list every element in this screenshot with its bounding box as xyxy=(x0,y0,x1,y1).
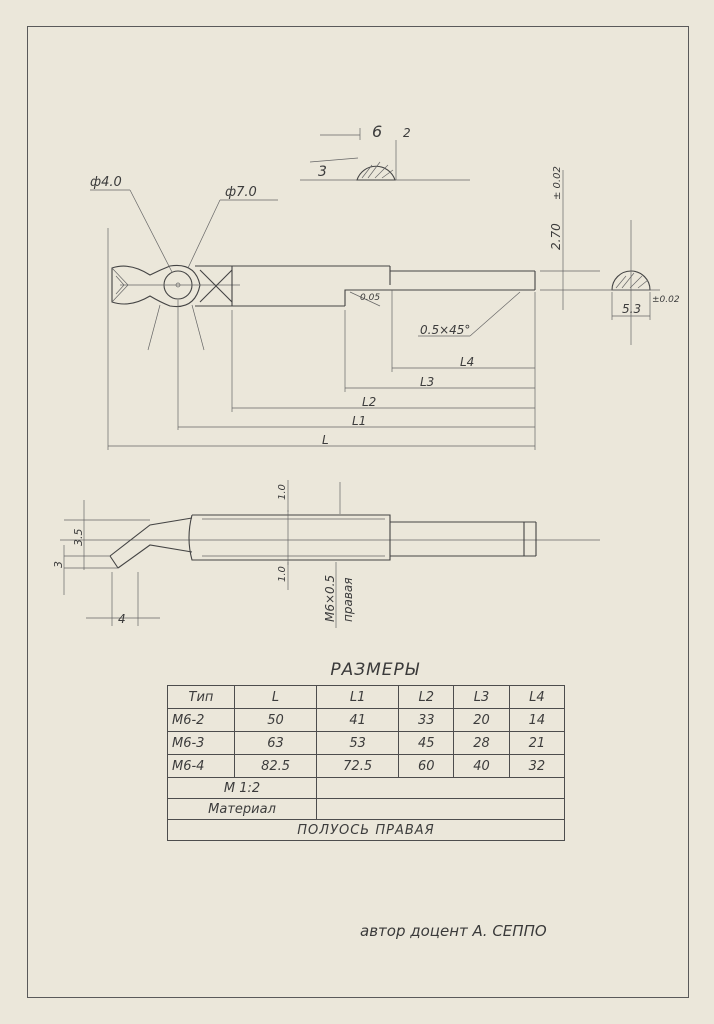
table-heading: РАЗМЕРЫ xyxy=(330,660,420,680)
drawing-frame xyxy=(27,26,689,998)
dim-L: L xyxy=(322,433,329,447)
cell-L2: 33 xyxy=(398,708,455,732)
part-name: ПОЛУОСЬ ПРАВАЯ xyxy=(167,819,565,841)
dim-w53-tol: ±0.02 xyxy=(652,295,680,305)
material-row: Материал xyxy=(166,798,565,820)
plan-view: 0.05 0.5×45° ф4.0 ф7.0 2.70 ± 0.02 xyxy=(90,166,680,450)
cell-L3: 20 xyxy=(453,708,510,732)
dim-h270-tol: ± 0.02 xyxy=(552,166,563,200)
dim-thread-right: правая xyxy=(341,578,355,622)
dim-top-2: 2 xyxy=(403,126,411,140)
cell-L2: 45 xyxy=(398,731,455,755)
col-L4: L4 xyxy=(508,685,566,709)
col-L1: L1 xyxy=(316,685,400,709)
dim-d40: ф4.0 xyxy=(90,175,122,190)
cell-L1: 53 xyxy=(316,731,400,755)
col-L3: L3 xyxy=(453,685,510,709)
dim-top-6: 6 xyxy=(372,122,382,141)
blank-cell xyxy=(316,798,565,820)
cell-L4: 21 xyxy=(508,731,566,755)
dim-v10b: 1.0 xyxy=(277,566,288,582)
top-section-view: 6 2 3 xyxy=(300,122,470,181)
cell-L3: 40 xyxy=(453,754,510,778)
cell-L: 82.5 xyxy=(233,754,318,778)
col-L2: L2 xyxy=(398,685,455,709)
scale-cell: M 1:2 xyxy=(166,777,318,799)
dim-L4: L4 xyxy=(460,355,474,369)
dim-w53: 5.3 xyxy=(622,302,641,316)
material-cell: Материал xyxy=(166,798,318,820)
dim-L3: L3 xyxy=(420,375,434,389)
cell-type: M6-2 xyxy=(167,708,235,732)
col-L: L xyxy=(233,685,318,709)
cell-L4: 32 xyxy=(508,754,566,778)
blank-cell xyxy=(316,777,565,799)
dimensions-table: Тип L L1 L2 L3 L4 M6-2 50 41 33 20 14 M6… xyxy=(166,685,566,841)
dim-thread: M6×0.5 xyxy=(323,575,337,622)
table-header-row: Тип L L1 L2 L3 L4 xyxy=(167,685,566,709)
scale-row: M 1:2 xyxy=(166,777,565,799)
dim-v10a: 1.0 xyxy=(277,484,288,500)
cell-type: M6-4 xyxy=(167,754,235,778)
cell-L1: 41 xyxy=(316,708,400,732)
author-note: автор доцент А. СЕППО xyxy=(360,922,547,940)
dim-v35: 3.5 xyxy=(72,529,85,547)
cell-type: M6-3 xyxy=(167,731,235,755)
side-view: 1.0 1.0 M6×0.5 правая 3.5 3 4 xyxy=(52,480,600,628)
col-type: Тип xyxy=(167,685,235,709)
cell-L: 50 xyxy=(233,708,318,732)
cell-L1: 72.5 xyxy=(316,754,400,778)
dim-d70: ф7.0 xyxy=(225,185,257,200)
cell-L4: 14 xyxy=(508,708,566,732)
part-name-row: ПОЛУОСЬ ПРАВАЯ xyxy=(167,819,565,841)
dim-chamfer: 0.5×45° xyxy=(420,323,470,337)
table-row: M6-2 50 41 33 20 14 xyxy=(167,708,566,732)
cell-L2: 60 xyxy=(398,754,455,778)
dim-v3: 3 xyxy=(52,561,65,568)
dim-L1: L1 xyxy=(352,414,366,428)
cell-L3: 28 xyxy=(453,731,510,755)
dim-L2: L2 xyxy=(362,395,376,409)
dim-h270: 2.70 xyxy=(549,223,563,250)
table-row: M6-3 63 53 45 28 21 xyxy=(167,731,566,755)
table-row: M6-4 82.5 72.5 60 40 32 xyxy=(167,754,566,778)
dim-r005: 0.05 xyxy=(360,293,380,303)
dim-top-3: 3 xyxy=(318,164,327,180)
dim-h4: 4 xyxy=(118,612,126,626)
cell-L: 63 xyxy=(233,731,318,755)
